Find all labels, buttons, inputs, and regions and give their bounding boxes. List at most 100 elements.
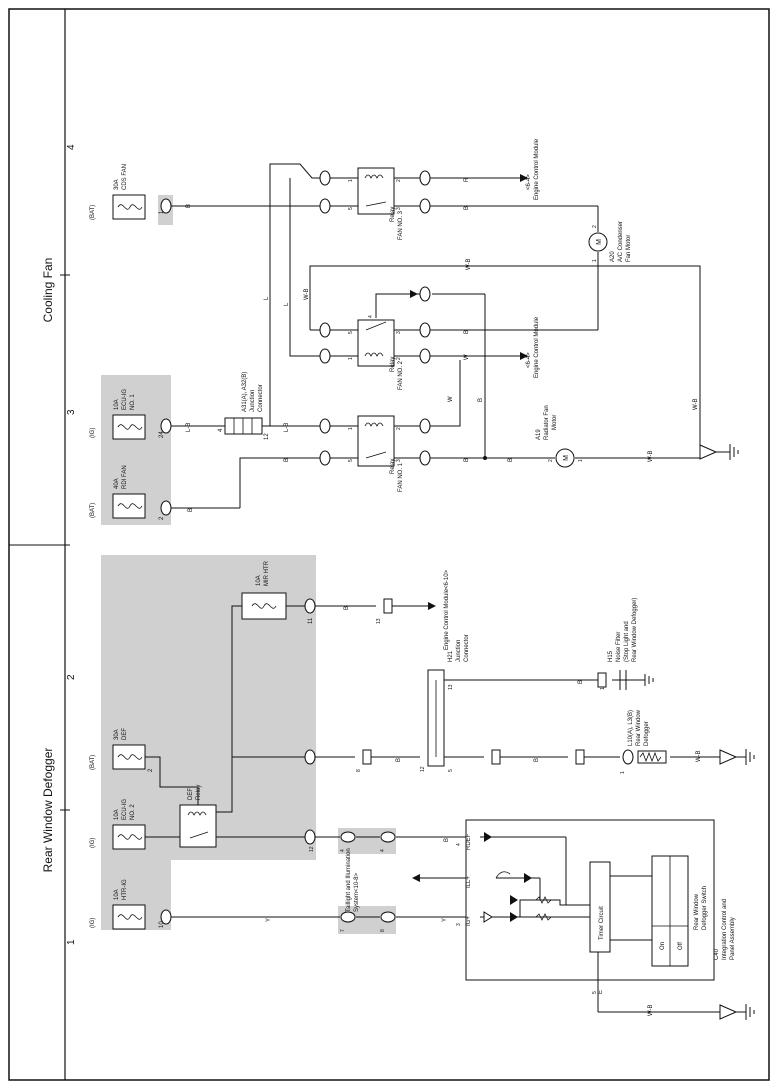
svg-text:40A: 40A bbox=[114, 478, 120, 489]
svg-text:RDI FAN: RDI FAN bbox=[122, 465, 128, 489]
svg-text:4: 4 bbox=[456, 843, 462, 846]
svg-text:Relay: Relay bbox=[390, 357, 396, 372]
cooling-wires bbox=[171, 163, 701, 509]
taillight-illumination-input: Taillight and Illumination System<10-8> bbox=[346, 848, 466, 912]
fuse-cds-fan: (BAT) 30A CDS FAN 1 bbox=[90, 164, 165, 220]
svg-text:5: 5 bbox=[348, 331, 354, 334]
svg-text:1: 1 bbox=[578, 459, 584, 462]
ground-defogger-2 bbox=[719, 1004, 755, 1020]
svg-text:B: B bbox=[344, 606, 350, 610]
svg-text:B: B bbox=[444, 838, 450, 842]
svg-text:B: B bbox=[508, 458, 514, 462]
svg-text:IG+: IG+ bbox=[466, 916, 472, 926]
svg-text:System<10-8>: System<10-8> bbox=[354, 872, 360, 912]
svg-text:2: 2 bbox=[396, 427, 402, 430]
svg-text:1: 1 bbox=[159, 210, 165, 214]
conn-pin-8: 8 bbox=[380, 929, 386, 932]
svg-text:1: 1 bbox=[348, 357, 354, 360]
relay-def: DEF Relay bbox=[179, 785, 217, 848]
section-number-2: 2 bbox=[66, 674, 77, 680]
svg-text:10: 10 bbox=[159, 921, 165, 928]
conn-pin-4b: 4 bbox=[380, 849, 386, 852]
svg-text:1: 1 bbox=[348, 427, 354, 430]
svg-text:<6-4>: <6-4> bbox=[526, 352, 532, 368]
svg-text:Rear Window Defogger): Rear Window Defogger) bbox=[632, 598, 638, 662]
conn-pin-13: 13 bbox=[376, 618, 382, 624]
svg-text:CDS FAN: CDS FAN bbox=[122, 164, 128, 190]
svg-text:H21: H21 bbox=[448, 650, 454, 662]
svg-text:12: 12 bbox=[420, 766, 426, 772]
svg-text:Integration Control and: Integration Control and bbox=[722, 899, 728, 960]
svg-text:Defogger: Defogger bbox=[644, 721, 650, 746]
defogger-element-l10: L10(A), L3(B) Rear Window Defogger 1 bbox=[620, 709, 667, 774]
svg-text:Radiator Fan: Radiator Fan bbox=[544, 405, 550, 440]
relay-fan-no-1: FAN NO. 1 Relay 1 2 3 5 bbox=[348, 415, 404, 492]
ground-defogger-1 bbox=[719, 749, 755, 765]
svg-text:12: 12 bbox=[264, 433, 270, 440]
svg-text:B: B bbox=[396, 758, 402, 762]
svg-text:W: W bbox=[448, 396, 454, 402]
svg-text:R: R bbox=[464, 177, 470, 182]
svg-text:30A: 30A bbox=[114, 179, 120, 190]
defogger-connectors bbox=[160, 598, 607, 925]
svg-text:FAN NO. 1: FAN NO. 1 bbox=[398, 462, 404, 492]
svg-text:(IG): (IG) bbox=[90, 838, 96, 848]
svg-text:Rear Window: Rear Window bbox=[694, 893, 700, 930]
svg-text:W-B: W-B bbox=[648, 450, 654, 462]
svg-text:A19: A19 bbox=[536, 429, 542, 440]
title-cooling-fan: Cooling Fan bbox=[41, 258, 55, 323]
svg-text:2: 2 bbox=[396, 179, 402, 182]
section-number-3: 3 bbox=[66, 409, 77, 415]
svg-text:B: B bbox=[464, 206, 470, 210]
svg-text:On: On bbox=[660, 942, 666, 950]
svg-text:Panel Assembly: Panel Assembly bbox=[730, 917, 736, 960]
svg-text:ECU-IG: ECU-IG bbox=[122, 389, 128, 410]
fuse-mir-htr: 10A MIR HTR 11 bbox=[241, 560, 314, 624]
conn-pin-8b: 8 bbox=[356, 769, 362, 772]
svg-text:2: 2 bbox=[396, 357, 402, 360]
svg-text:1: 1 bbox=[592, 259, 598, 262]
c40-internal-circuit: IG+ ILL+ RDEF 3 4 E 5 bbox=[456, 832, 652, 994]
svg-text:10A: 10A bbox=[114, 399, 120, 410]
svg-text:4: 4 bbox=[218, 428, 224, 432]
svg-text:Defogger Switch: Defogger Switch bbox=[702, 886, 708, 930]
svg-text:A/C Condenser: A/C Condenser bbox=[618, 221, 624, 262]
junction-connector-h21: H21 Junction Connector 12 13 5 bbox=[420, 634, 470, 772]
svg-text:NO. 1: NO. 1 bbox=[130, 394, 136, 410]
svg-text:3: 3 bbox=[396, 459, 402, 462]
svg-text:Taillight and Illumination: Taillight and Illumination bbox=[346, 848, 352, 912]
svg-text:C40: C40 bbox=[714, 948, 720, 960]
svg-text:L: L bbox=[264, 296, 270, 300]
svg-text:Relay: Relay bbox=[196, 785, 202, 800]
ground-cooling bbox=[699, 444, 739, 460]
svg-text:1: 1 bbox=[600, 687, 606, 690]
svg-text:FAN NO. 3: FAN NO. 3 bbox=[398, 210, 404, 240]
svg-text:2: 2 bbox=[548, 459, 554, 462]
svg-text:B: B bbox=[534, 758, 540, 762]
title-rear-window-defogger: Rear Window Defogger bbox=[41, 748, 55, 873]
fuse-connectors bbox=[160, 198, 172, 516]
svg-text:5: 5 bbox=[592, 991, 598, 994]
svg-text:A20: A20 bbox=[610, 251, 616, 262]
svg-text:DEF: DEF bbox=[122, 728, 128, 740]
svg-text:2: 2 bbox=[592, 225, 598, 228]
svg-text:B: B bbox=[478, 398, 484, 402]
svg-text:Fan Motor: Fan Motor bbox=[626, 235, 632, 262]
svg-text:Junction: Junction bbox=[456, 640, 462, 662]
svg-text:FAN NO. 2: FAN NO. 2 bbox=[398, 360, 404, 390]
fuse-ecu-ig-no1: (IG) 10A ECU-IG NO. 1 24 bbox=[90, 389, 165, 440]
svg-text:Timer Circuit: Timer Circuit bbox=[599, 906, 605, 940]
svg-text:M: M bbox=[563, 455, 570, 461]
svg-text:3: 3 bbox=[396, 331, 402, 334]
fuse-def: (BAT) 30A DEF 2 bbox=[90, 728, 154, 772]
svg-text:(Stop Light and: (Stop Light and bbox=[624, 621, 630, 662]
svg-text:3: 3 bbox=[456, 923, 462, 926]
arrow-head bbox=[410, 290, 418, 298]
svg-text:Y: Y bbox=[266, 918, 272, 922]
svg-text:Off: Off bbox=[678, 942, 684, 950]
svg-text:5: 5 bbox=[348, 207, 354, 210]
svg-text:11: 11 bbox=[308, 617, 314, 624]
svg-text:B: B bbox=[186, 204, 192, 208]
svg-text:Relay: Relay bbox=[390, 207, 396, 222]
svg-text:ECU-IG: ECU-IG bbox=[122, 799, 128, 820]
